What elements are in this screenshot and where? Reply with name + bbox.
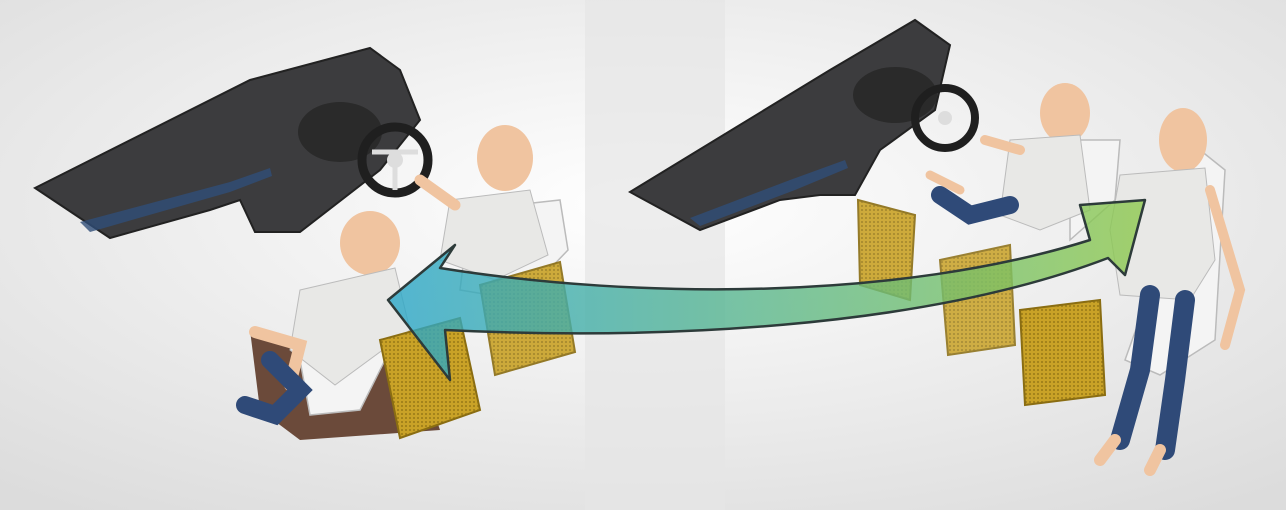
center-divider-band	[585, 0, 725, 510]
